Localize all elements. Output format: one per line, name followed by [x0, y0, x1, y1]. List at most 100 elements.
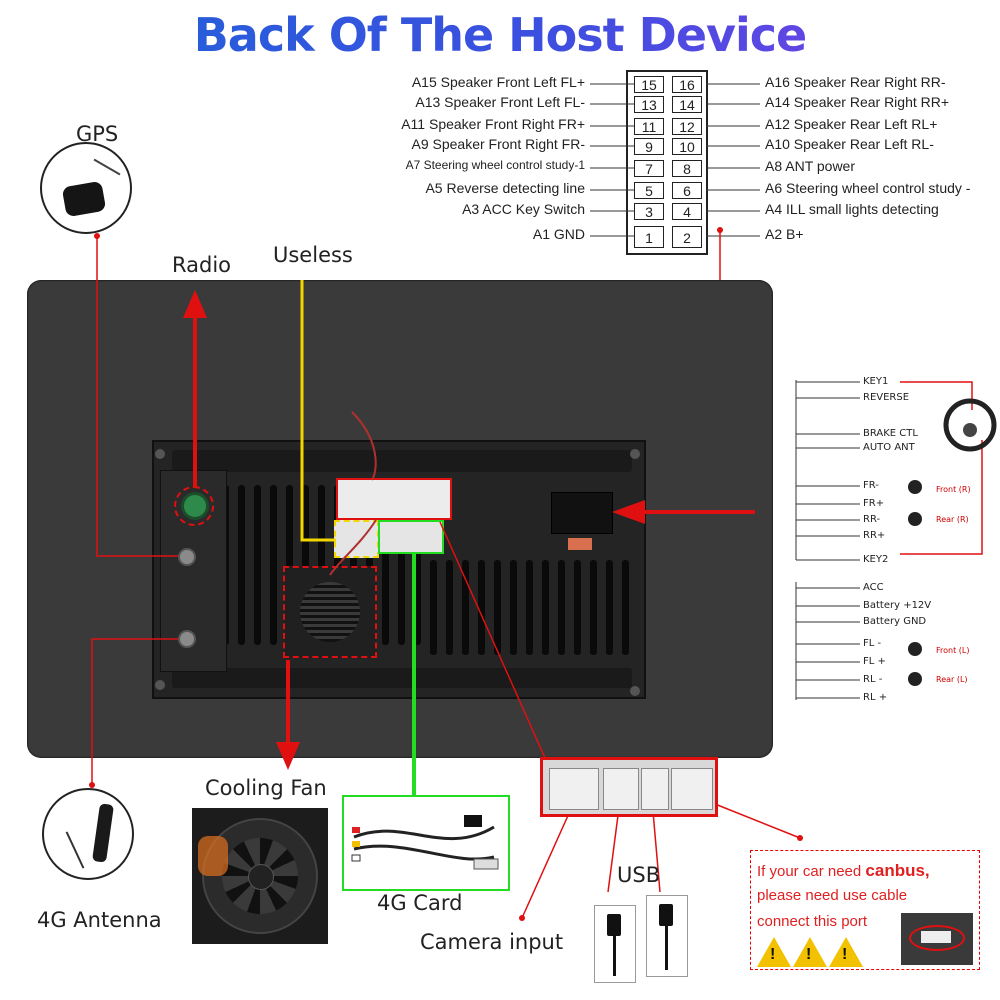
- camera-input-label: Camera input: [420, 930, 564, 954]
- vent-slot: [478, 560, 485, 655]
- pin-label-left: A9 Speaker Front Right FR-: [411, 136, 585, 152]
- harness-pinout: A15 Speaker Front Left FL+ A13 Speaker Fr…: [0, 0, 1000, 260]
- pin-number: 14: [672, 96, 702, 113]
- pin-label-left: A1 GND: [532, 226, 585, 242]
- antenna-4g-label: 4G Antenna: [37, 908, 162, 932]
- pin-label-left: A15 Speaker Front Left FL+: [411, 74, 585, 90]
- vent-slot: [270, 485, 277, 645]
- vent-slot: [510, 560, 517, 655]
- fuse: [568, 538, 592, 550]
- wire-label: FR+: [863, 498, 885, 509]
- canbus-line-1: If your car need canbus,: [757, 861, 930, 881]
- vent-slot: [494, 560, 501, 655]
- pin-label-left: A5 Reverse detecting line: [425, 180, 585, 196]
- antenna-4g-port[interactable]: [178, 630, 196, 648]
- screw: [155, 680, 165, 690]
- pin-number: 1: [634, 226, 664, 248]
- pin-number: 5: [634, 182, 664, 199]
- gps-port[interactable]: [178, 548, 196, 566]
- pin-label-right: A6 Steering wheel control study -: [765, 180, 971, 196]
- vent-slot: [238, 485, 245, 645]
- wire-label: FL +: [863, 656, 886, 667]
- main-harness-socket[interactable]: [336, 478, 452, 520]
- usb-label: USB: [617, 863, 661, 887]
- pin-label-right: A10 Speaker Rear Left RL-: [765, 136, 934, 152]
- pin-label-left: A11 Speaker Front Right FR+: [401, 116, 585, 132]
- pin-label-right: A4 ILL small lights detecting: [765, 201, 939, 217]
- page-title: Back Of The Host Device: [0, 8, 1000, 62]
- vent-slot: [606, 560, 613, 655]
- speaker-icon: [908, 642, 922, 656]
- canbus-port-socket[interactable]: [551, 492, 613, 534]
- canbus-line-2: please need use cable: [757, 887, 908, 904]
- pin-number: 7: [634, 160, 664, 177]
- pin-number: 9: [634, 138, 664, 155]
- wire-label: REVERSE: [863, 392, 910, 403]
- canbus-note: If your car need canbus, please need use…: [750, 850, 980, 970]
- vent-slot: [254, 485, 261, 645]
- warning-icon: !: [829, 937, 863, 967]
- pin-label-left: A7 Steering wheel control study-1: [405, 158, 585, 172]
- pin-number: 2: [672, 226, 702, 248]
- wire-label: KEY2: [863, 554, 889, 565]
- pin-label-right: A12 Speaker Rear Left RL+: [765, 116, 938, 132]
- warning-icon: !: [757, 937, 791, 967]
- wire-label: KEY1: [863, 376, 889, 387]
- card-4g-socket[interactable]: [378, 520, 444, 554]
- antenna-4g-image: [42, 788, 134, 880]
- useless-label: Useless: [273, 243, 353, 267]
- vent-slot: [526, 560, 533, 655]
- pin-label-right: A8 ANT power: [765, 158, 856, 174]
- canbus-keyword: canbus,: [865, 861, 930, 880]
- vent-slot: [590, 560, 597, 655]
- fan-grille: [300, 582, 360, 642]
- radio-label: Radio: [172, 253, 232, 277]
- pin-label-right: A2 B+: [765, 226, 804, 242]
- card-4g-label: 4G Card: [377, 891, 463, 915]
- vent-slot: [446, 560, 453, 655]
- canbus-port-photo: [901, 913, 973, 965]
- usb-plug-2: [646, 895, 688, 977]
- vent-slot: [622, 560, 629, 655]
- wire-label: Battery +12V: [863, 600, 932, 611]
- pin-number: 6: [672, 182, 702, 199]
- pin-number: 13: [634, 96, 664, 113]
- bottom-connector-strip[interactable]: [540, 757, 718, 817]
- pin-number: 10: [672, 138, 702, 155]
- screw: [155, 449, 165, 459]
- pin-number: 15: [634, 76, 664, 93]
- wire-label: AUTO ANT: [863, 442, 915, 453]
- vent-slot: [542, 560, 549, 655]
- cooling-fan-label: Cooling Fan: [205, 776, 327, 800]
- wire-label: Battery GND: [863, 616, 927, 627]
- wire-label: RL +: [863, 692, 888, 703]
- pin-label-right: A16 Speaker Rear Right RR-: [765, 74, 946, 90]
- wire-label: BRAKE CTL: [863, 428, 918, 439]
- speaker-label: Rear (R): [936, 515, 969, 524]
- vent-slot: [430, 560, 437, 655]
- wire-label: RR-: [863, 514, 881, 525]
- pin-number: 8: [672, 160, 702, 177]
- screw: [630, 686, 640, 696]
- screw: [630, 449, 640, 459]
- pin-number: 16: [672, 76, 702, 93]
- pin-number: 3: [634, 203, 664, 220]
- pin-label-left: A3 ACC Key Switch: [462, 201, 585, 217]
- pin-number: 12: [672, 118, 702, 135]
- speaker-label: Front (R): [936, 485, 971, 494]
- vent-slot: [558, 560, 565, 655]
- wire-label: RR+: [863, 530, 886, 541]
- usb-plug-1: [594, 905, 636, 983]
- speaker-icon: [908, 512, 922, 526]
- cooling-fan-image: [192, 808, 328, 944]
- wire-label: FL -: [863, 638, 882, 649]
- warning-icon: !: [793, 937, 827, 967]
- wire-label: RL -: [863, 674, 883, 685]
- canbus-line-1-text: If your car need: [757, 863, 866, 880]
- pin-label-left: A13 Speaker Front Left FL-: [415, 94, 585, 110]
- speaker-icon: [908, 672, 922, 686]
- wire-label: ACC: [863, 582, 884, 593]
- gps-module-image: [40, 142, 132, 234]
